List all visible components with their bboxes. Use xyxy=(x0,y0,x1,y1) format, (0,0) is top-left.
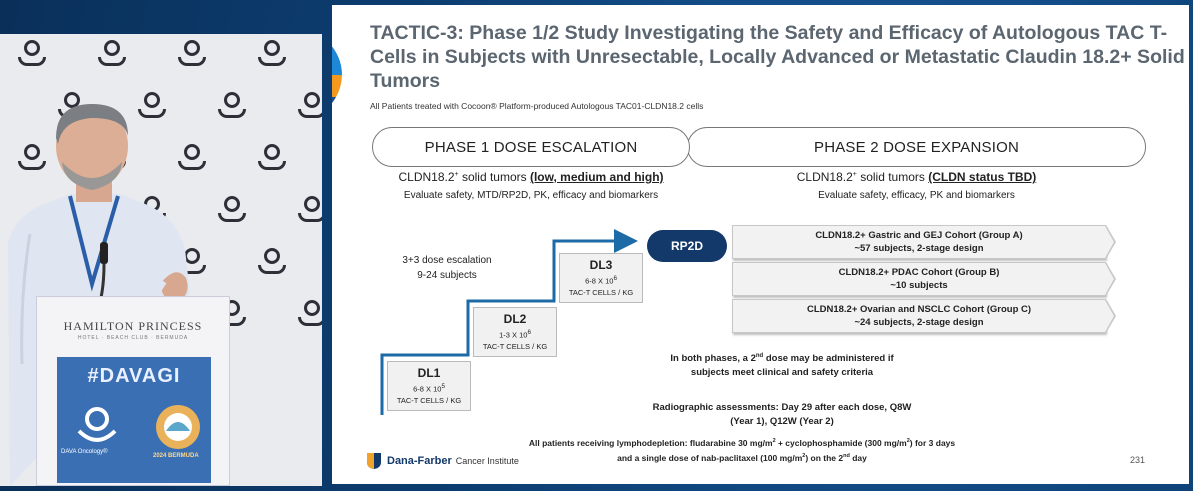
podium: HAMILTON PRINCESS HOTEL · BEACH CLUB · B… xyxy=(36,296,230,486)
phase1-evaluate-line: Evaluate safety, MTD/RP2D, PK, efficacy … xyxy=(403,190,659,201)
presentation-slide: TACTIC-3: Phase 1/2 Study Investigating … xyxy=(332,5,1189,484)
dava-wall-logo-icon xyxy=(258,40,286,70)
dava-logo-icon xyxy=(77,407,117,442)
brand-arc-icon xyxy=(332,46,342,104)
radiographic-note: Radiographic assessments: Day 29 after e… xyxy=(652,402,912,427)
dava-wall-logo-icon xyxy=(18,144,46,174)
podium-banner: #DAVAGI DAVA Oncology® 2024 BERMUDA xyxy=(57,357,211,483)
dava-wall-logo-icon xyxy=(138,92,166,122)
dava-wall-logo-icon xyxy=(298,196,322,226)
speaker-video: HAMILTON PRINCESS HOTEL · BEACH CLUB · B… xyxy=(0,34,322,486)
dava-wall-logo-icon xyxy=(258,144,286,174)
cohort-group-a: CLDN18.2+ Gastric and GEJ Cohort (Group … xyxy=(732,225,1116,259)
phase2-evaluate-line: Evaluate safety, efficacy, PK and biomar… xyxy=(818,190,1015,201)
phase1-header: PHASE 1 DOSE ESCALATION xyxy=(372,127,690,167)
dava-wall-logo-icon xyxy=(178,40,206,70)
dava-wall-logo-icon xyxy=(298,92,322,122)
rp2d-badge: RP2D xyxy=(647,230,727,262)
slide-subhead: All Patients treated with Cocoon® Platfo… xyxy=(370,101,704,111)
dana-farber-logo: Dana-Farber Cancer Institute xyxy=(366,452,519,470)
dava-wall-logo-icon xyxy=(298,300,322,330)
dava-wall-logo-icon xyxy=(178,144,206,174)
slide-title: TACTIC-3: Phase 1/2 Study Investigating … xyxy=(370,22,1185,92)
podium-brand: HAMILTON PRINCESS xyxy=(63,319,203,333)
dava-wall-logo-icon xyxy=(258,248,286,278)
bermuda-logo-text: 2024 BERMUDA xyxy=(153,453,199,459)
event-hashtag: #DAVAGI xyxy=(87,365,181,387)
bermuda-logo-icon xyxy=(156,405,200,449)
phase1-tumor-line: CLDN18.2+ solid tumors (low, medium and … xyxy=(398,170,664,184)
dana-farber-shield-icon xyxy=(367,453,381,469)
lymphodepletion-note: All patients receiving lymphodepletion: … xyxy=(528,437,956,463)
cohort-group-b: CLDN18.2+ PDAC Cohort (Group B) ~10 subj… xyxy=(732,262,1116,296)
dava-logo-text: DAVA Oncology® xyxy=(61,449,108,455)
dose-level-2: DL2 1-3 X 106 TAC-T CELLS / KG xyxy=(473,307,557,357)
slide-page-number: 231 xyxy=(1129,455,1145,465)
podium-subtext: HOTEL · BEACH CLUB · BERMUDA xyxy=(77,335,189,341)
phase2-header: PHASE 2 DOSE EXPANSION xyxy=(687,127,1146,167)
dose-level-1: DL1 6-8 X 105 TAC-T CELLS / KG xyxy=(387,361,471,411)
dava-wall-logo-icon xyxy=(98,40,126,70)
dava-wall-logo-icon xyxy=(218,92,246,122)
phase2-tumor-line: CLDN18.2+ solid tumors (CLDN status TBD) xyxy=(796,170,1037,184)
dava-wall-logo-icon xyxy=(18,40,46,70)
dose-level-3: DL3 6-8 X 106 TAC-T CELLS / KG xyxy=(559,253,643,303)
cohort-group-c: CLDN18.2+ Ovarian and NSCLC Cohort (Grou… xyxy=(732,299,1116,333)
second-dose-note: In both phases, a 2nd dose may be admini… xyxy=(670,353,894,379)
dava-wall-logo-icon xyxy=(218,196,246,226)
escalation-note: 3+3 dose escalation 9-24 subjects xyxy=(402,255,492,281)
